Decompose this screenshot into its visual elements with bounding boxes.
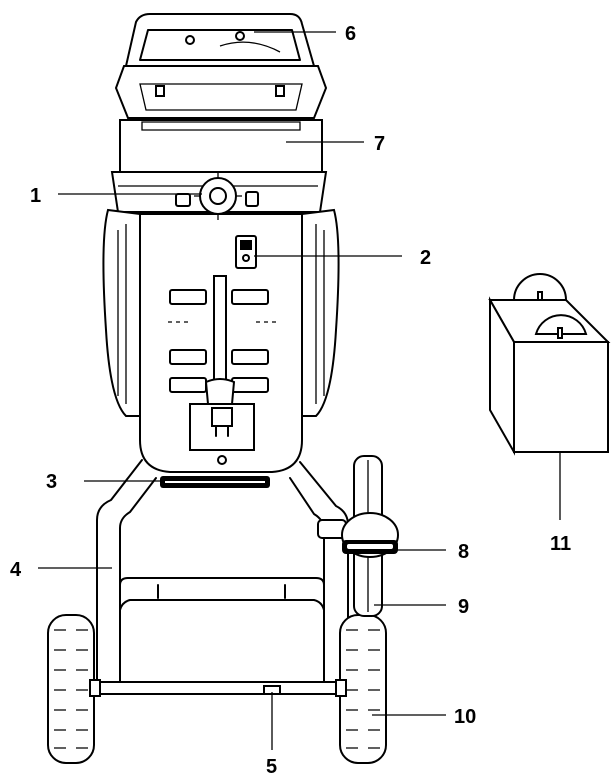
adjustment-knob: [175, 172, 259, 220]
callout-1: 1: [30, 185, 41, 207]
callout-3: 3: [46, 471, 57, 493]
callout-6: 6: [345, 23, 356, 45]
callout-5: 5: [266, 756, 277, 778]
callout-2: 2: [420, 247, 431, 269]
hopper-body: [102, 13, 340, 488]
callout-7: 7: [374, 133, 385, 155]
collection-bag: [488, 273, 611, 456]
right-wheel: [335, 614, 387, 764]
frame-handle: [96, 459, 349, 695]
callout-8: 8: [458, 541, 469, 563]
cord-bracket: [317, 512, 399, 558]
left-wheel: [47, 614, 101, 764]
callout-labels: 1 2 3 4 5 6 7 8 9 10 11: [10, 23, 571, 778]
callout-11: 11: [550, 533, 571, 555]
on-off-switch: [235, 235, 257, 269]
callout-4: 4: [10, 559, 22, 581]
callout-9: 9: [458, 596, 469, 618]
callout-10: 10: [454, 706, 476, 728]
leader-lines: [38, 31, 561, 750]
